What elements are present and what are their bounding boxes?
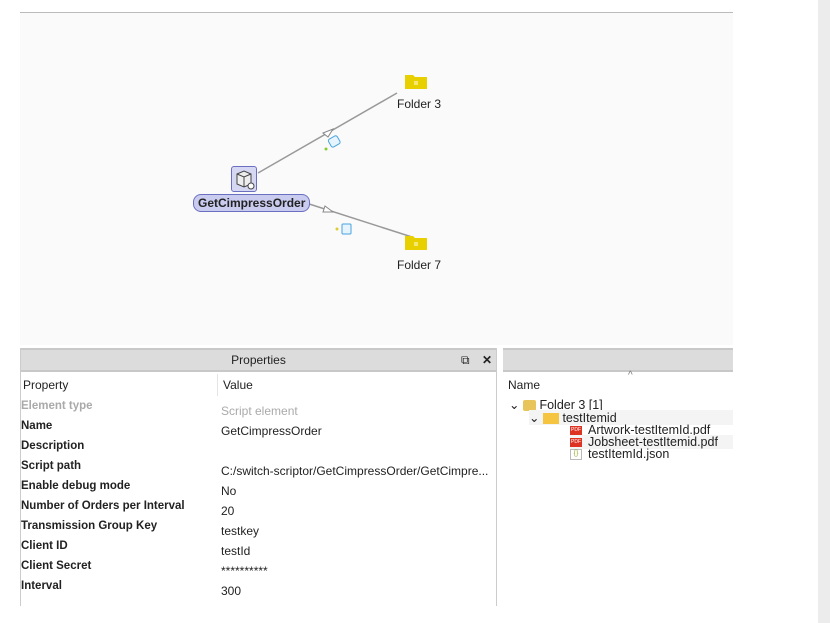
- chevron-down-icon[interactable]: ⌄: [509, 398, 520, 412]
- arrow-icon: [322, 127, 335, 138]
- file-name: Artwork-testItemId.pdf: [588, 423, 711, 437]
- pdf-icon: PDF: [570, 438, 582, 448]
- tree-row-file[interactable]: PDF Jobsheet-testItemid.pdf: [570, 435, 733, 449]
- property-key: Interval: [21, 580, 62, 592]
- tree-row-file[interactable]: {} testItemId.json: [570, 447, 669, 461]
- property-row[interactable]: Number of Orders per Interval 20: [21, 500, 498, 520]
- pdf-icon: PDF: [570, 426, 582, 436]
- connections: [257, 92, 413, 238]
- property-key: Enable debug mode: [21, 480, 131, 492]
- property-value[interactable]: Script element: [221, 404, 298, 418]
- property-key: Script path: [21, 460, 82, 472]
- column-header-value[interactable]: Value: [223, 378, 253, 392]
- flow-canvas[interactable]: Folder 3 Folder 7: [20, 12, 733, 345]
- tree-row-job[interactable]: ⌄ testItemid: [529, 410, 733, 425]
- script-node-label[interactable]: GetCimpressOrder: [193, 194, 311, 212]
- folder-icon: [522, 400, 536, 412]
- connection-folder7[interactable]: [302, 201, 413, 238]
- files-panel: ^ Name ⌄ Folder 3 [1] ⌄ testItemid PDF Ar…: [503, 348, 733, 606]
- property-key: Number of Orders per Interval: [21, 500, 185, 512]
- panel-title: Properties: [231, 353, 286, 367]
- folder-label: Folder 3: [397, 97, 442, 111]
- json-icon: {}: [570, 449, 582, 461]
- property-key: Client ID: [21, 540, 68, 552]
- folder-label: Folder 7: [397, 258, 442, 272]
- property-key: Description: [21, 440, 85, 452]
- property-key: Client Secret: [21, 560, 92, 572]
- property-row[interactable]: Interval 300: [21, 580, 498, 600]
- close-icon[interactable]: ✕: [482, 353, 493, 367]
- property-value[interactable]: **********: [221, 564, 268, 578]
- folder-icon[interactable]: [405, 234, 427, 250]
- properties-panel: Properties ⧉ ✕ Property Value Element ty…: [20, 348, 497, 606]
- scrollbar[interactable]: [818, 0, 830, 623]
- property-row[interactable]: Description: [21, 440, 498, 460]
- folder-icon: [542, 413, 559, 425]
- folder-name: Folder 3 [1]: [539, 398, 603, 412]
- property-key: Transmission Group Key: [21, 520, 158, 532]
- property-row[interactable]: Element type Script element: [21, 400, 498, 420]
- files-header: [503, 348, 733, 372]
- property-value[interactable]: 20: [221, 504, 235, 518]
- column-header-name[interactable]: Name: [508, 378, 541, 392]
- properties-header: Properties ⧉ ✕: [21, 348, 496, 372]
- tree-row-folder[interactable]: ⌄ Folder 3 [1]: [509, 397, 603, 412]
- property-key: Element type: [21, 400, 93, 412]
- property-row[interactable]: Client Secret **********: [21, 560, 498, 580]
- property-value[interactable]: GetCimpressOrder: [221, 424, 322, 438]
- tree-row-file[interactable]: PDF Artwork-testItemId.pdf: [570, 423, 710, 437]
- sort-icon: ^: [628, 370, 633, 381]
- property-row[interactable]: Name GetCimpressOrder: [21, 420, 498, 440]
- float-icon[interactable]: ⧉: [461, 353, 470, 367]
- chevron-down-icon[interactable]: ⌄: [529, 411, 540, 425]
- script-package-icon[interactable]: [231, 166, 257, 192]
- property-row[interactable]: Script path C:/switch-scriptor/GetCimpres…: [21, 460, 498, 480]
- property-value[interactable]: testkey: [221, 524, 260, 538]
- property-row[interactable]: Client ID testId: [21, 540, 498, 560]
- arrow-icon: [322, 205, 335, 213]
- folder-icon[interactable]: [405, 73, 427, 89]
- file-name: testItemId.json: [588, 447, 670, 461]
- property-key: Name: [21, 420, 53, 432]
- property-value[interactable]: No: [221, 484, 237, 498]
- filter-icon: [327, 135, 341, 148]
- property-row[interactable]: Enable debug mode No: [21, 480, 498, 500]
- property-value[interactable]: 300: [221, 584, 242, 598]
- property-value[interactable]: testId: [221, 544, 251, 558]
- filter-icon: [341, 223, 352, 235]
- job-name: testItemid: [562, 411, 617, 425]
- file-name: Jobsheet-testItemid.pdf: [588, 435, 718, 449]
- property-value[interactable]: C:/switch-scriptor/GetCimpressOrder/GetC…: [221, 464, 489, 478]
- column-header-property[interactable]: Property: [23, 378, 69, 392]
- property-row[interactable]: Transmission Group Key testkey: [21, 520, 498, 540]
